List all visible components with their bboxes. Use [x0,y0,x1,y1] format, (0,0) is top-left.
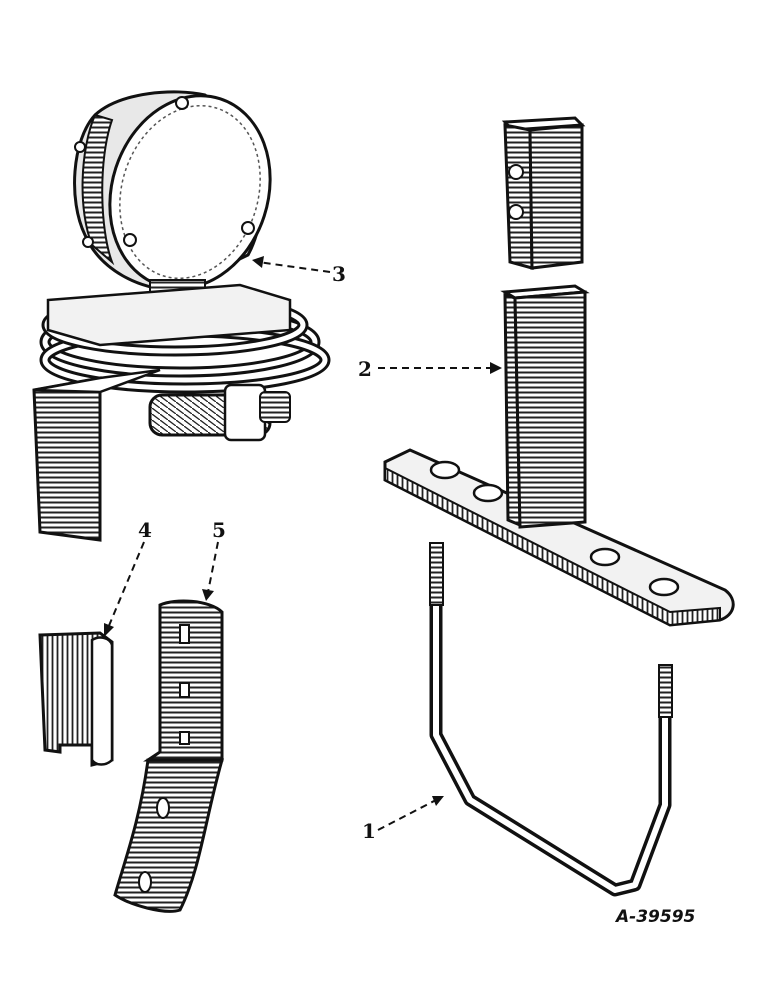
u-bolt-thread [658,664,673,718]
callout-3: 3 [332,262,346,286]
callout-4: 4 [138,518,152,542]
mounting-bracket-post [383,284,735,627]
square-sleeve [501,116,586,270]
u-bolt-thread [429,542,444,606]
callout-5: 5 [212,518,226,542]
figure-number: A-39595 [614,907,695,927]
callout-leaders [104,256,502,831]
angle-bracket [113,599,224,913]
cable-connector [148,383,291,442]
callout-2: 2 [358,357,372,381]
lamp-assembly [32,90,331,542]
lens-screw [175,96,189,110]
lamp-bracket-leg [32,376,102,542]
housing-screw [74,141,86,153]
callout-1: 1 [362,819,376,843]
clip [38,631,114,767]
housing-screw [82,236,94,248]
lens-screw [241,221,255,235]
lens-screw [123,233,137,247]
u-bolt [429,542,673,897]
